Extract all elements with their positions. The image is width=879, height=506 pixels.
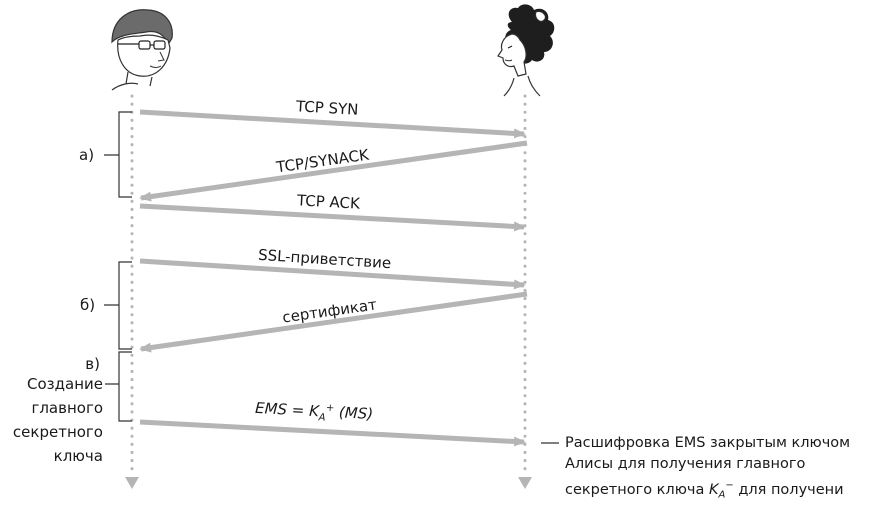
phase-c-desc-2: главного xyxy=(31,399,103,417)
bob-lifeline-end-arrow xyxy=(125,477,139,489)
note-line-3: секретного ключа KA− для получени xyxy=(565,475,850,506)
bob-person-icon xyxy=(111,9,173,91)
phase-c-desc-3: секретного xyxy=(12,423,103,441)
lifelines xyxy=(125,94,532,489)
label-tcp-syn: TCP SYN xyxy=(295,97,359,119)
label-tcp-ack: TCP ACK xyxy=(296,191,361,213)
note-line-1: Расшифровка EMS закрытым ключом xyxy=(565,435,851,451)
alice-person-icon xyxy=(497,4,555,97)
arrow-certificate xyxy=(139,291,528,353)
note-key-sup: − xyxy=(725,480,734,491)
arrow-tcp-syn xyxy=(139,109,526,139)
arrow-tcp-synack xyxy=(139,140,528,202)
phase-brackets xyxy=(104,111,559,444)
bracket-c xyxy=(105,351,132,422)
bracket-a xyxy=(104,111,132,198)
arrow-tcp-ack xyxy=(139,203,526,232)
ems-sub: A xyxy=(318,412,326,424)
arrow-ssl-hello xyxy=(139,258,526,290)
ems-text: EMS = K xyxy=(254,398,320,421)
phase-a-label: а) xyxy=(79,146,95,164)
bracket-b xyxy=(104,261,132,350)
decryption-note: Расшифровка EMS закрытым ключом Алисы дл… xyxy=(565,433,850,506)
note-key-k: K xyxy=(708,481,719,498)
phase-c-desc-1: Создание xyxy=(27,375,103,393)
note-line-2: Алисы для получения главного xyxy=(565,456,806,472)
arrow-ems xyxy=(139,419,526,447)
note-line-3-suffix: для получени xyxy=(733,481,844,498)
phase-c-label: в) xyxy=(85,355,100,373)
message-arrows xyxy=(139,109,528,447)
note-key-sub: A xyxy=(718,489,726,501)
alice-lifeline-end-arrow xyxy=(518,477,532,489)
phase-b-label: б) xyxy=(80,296,96,314)
phase-c-desc-4: ключа xyxy=(53,447,103,465)
ems-tail: (MS) xyxy=(333,403,374,424)
note-line-3-prefix: секретного ключа xyxy=(565,481,709,498)
